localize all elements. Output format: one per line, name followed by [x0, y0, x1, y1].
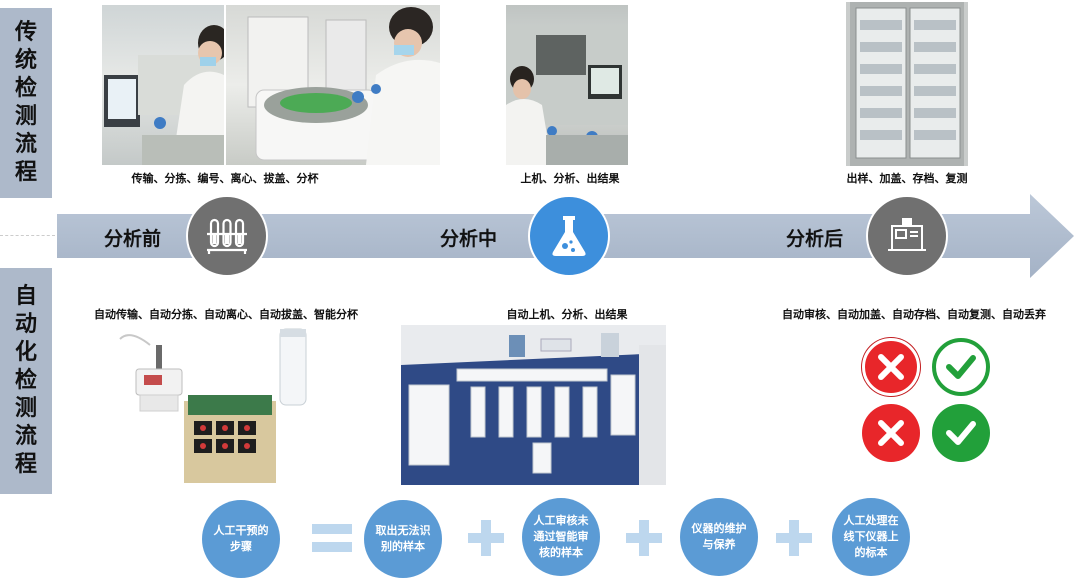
traditional-process-label: 传统检测流程 [0, 8, 52, 198]
photo-analyzer-operation [506, 5, 628, 165]
flask-icon [552, 216, 586, 256]
reject-x-icon [862, 338, 920, 396]
image-automated-lab-layout [401, 325, 666, 485]
stage-circle-pre [186, 195, 268, 277]
reject-x-icon [862, 404, 920, 462]
accept-check-icon [932, 404, 990, 462]
plus-sign [626, 520, 662, 556]
accept-check-icon [932, 338, 990, 396]
lab-instrument-icon [888, 218, 926, 251]
photo-centrifuge-operation [226, 5, 440, 165]
stage-label-pre-analysis: 分析前 [104, 228, 162, 250]
separator-line [0, 235, 55, 236]
stage-circle-mid [528, 195, 610, 277]
equals-sign [312, 522, 352, 554]
caption-traditional-pre: 传输、分拣、编号、离心、拔盖、分杯 [131, 172, 319, 185]
plus-sign [468, 520, 504, 556]
bubble-manual-review: 人工审核未通过智能审核的样本 [522, 498, 600, 576]
test-tubes-icon [207, 218, 247, 254]
caption-traditional-mid: 上机、分析、出结果 [520, 172, 620, 185]
photo-sample-storage-fridge [846, 2, 968, 166]
caption-automated-mid: 自动上机、分析、出结果 [506, 308, 628, 321]
bubble-offline-specimens: 人工处理在线下仪器上的标本 [832, 498, 910, 576]
bubble-remove-unrecognized: 取出无法识别的样本 [364, 500, 442, 578]
caption-traditional-post: 出样、加盖、存档、复测 [846, 172, 968, 185]
caption-automated-post: 自动审核、自动加盖、自动存档、自动复测、自动丢弃 [782, 308, 1046, 321]
stage-circle-post [866, 195, 948, 277]
stage-label-post-analysis: 分析后 [786, 228, 844, 250]
bubble-instrument-maintenance: 仪器的维护与保养 [680, 498, 758, 576]
bubble-manual-steps: 人工干预的步骤 [202, 500, 280, 578]
plus-sign [776, 520, 812, 556]
stage-label-in-analysis: 分析中 [440, 228, 498, 250]
caption-automated-pre: 自动传输、自动分拣、自动离心、自动拔盖、智能分杯 [94, 308, 358, 321]
photo-lab-technician-sorting [102, 5, 224, 165]
image-automated-sorting-machines [110, 325, 320, 485]
automated-process-label: 自动化检测流程 [0, 268, 52, 494]
